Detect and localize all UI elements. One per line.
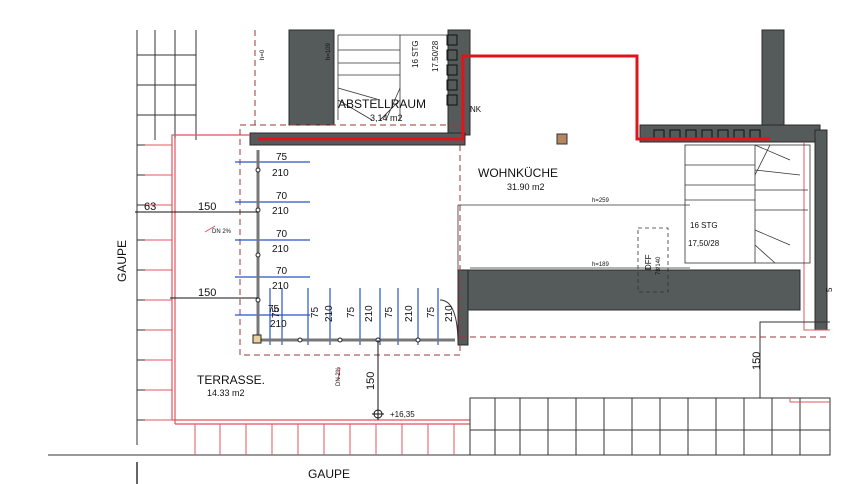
dim-left-9: 210 [270, 319, 287, 330]
dim-bottom-5: 75 [384, 306, 395, 318]
dim-left-1: 210 [272, 168, 289, 179]
left-red-ticks [145, 144, 172, 421]
dff-box [637, 227, 669, 293]
stairs-right [684, 144, 811, 264]
abstellraum-name: ABSTELLRAUM [338, 97, 426, 111]
blue-lines [235, 161, 439, 345]
dim-bottom-4: 210 [364, 305, 375, 322]
door-swing [439, 299, 459, 346]
dim-left-4: 70 [276, 229, 288, 240]
right-cut-label: 5 [825, 287, 834, 292]
elevation-label: +16,35 [390, 410, 415, 419]
black-dims [135, 211, 379, 420]
wohnkueche-name: WOHNKÜCHE [478, 166, 558, 180]
dim-bottom-3: 75 [346, 306, 357, 318]
abstellraum-area: 3,14 m2 [370, 113, 403, 123]
chimney [556, 133, 568, 145]
dim-left-6: 70 [276, 266, 288, 277]
dim-63: 63 [144, 201, 156, 213]
bottom-row-dims: 75 75 210 75 210 75 210 75 210 [271, 305, 455, 322]
left-grid [136, 30, 197, 445]
left-column-dims: 75 210 70 210 70 210 70 210 75 210 [268, 152, 289, 330]
dff-size-label: 78/140 [656, 256, 662, 275]
stairs-top-ratio: 17.50/28 [431, 40, 440, 72]
dff-label: DFF [644, 254, 653, 270]
red-route-line [258, 54, 770, 141]
stairs-right-count: 16 STG [690, 221, 718, 230]
bottom-tiles [194, 424, 455, 455]
dn-slope-2: DN 2% [336, 366, 342, 386]
dim-left-3: 210 [272, 206, 289, 217]
dim-left-8: 75 [268, 304, 280, 315]
h-left-label: h=0 [260, 49, 266, 60]
dim-150-b: 150 [198, 287, 216, 299]
stairs-top [337, 34, 448, 121]
right-bottom-tiles [469, 397, 831, 456]
rail-bolts [252, 167, 421, 344]
dim-bottom-6: 210 [404, 305, 415, 322]
stairs-right-ratio: 17,50/28 [688, 239, 720, 248]
terrasse-area: 14.33 m2 [207, 388, 245, 398]
dn-slope-1: DN 2% [212, 229, 232, 235]
walls [249, 29, 828, 346]
dim-150-c: 150 [365, 372, 377, 390]
h-top-label: h=109 [326, 42, 332, 60]
dim-left-2: 70 [276, 191, 288, 202]
right-lower-room [759, 321, 830, 398]
dim-bottom-7: 75 [426, 306, 437, 318]
nk-label: NK [470, 105, 482, 114]
kitchen-lines [457, 204, 690, 270]
rail [256, 150, 455, 342]
gaupe-left-label: GAUPE [115, 240, 129, 282]
right-red-frame [789, 142, 830, 403]
dim-bottom-1: 75 [310, 306, 321, 318]
dim-bottom-8: 210 [444, 305, 455, 322]
gaupe-bottom-label: GAUPE [308, 467, 350, 481]
stairs-top-count: 16 STG [411, 40, 420, 68]
h-wall-2-label: h=189 [592, 262, 610, 268]
terrasse-name: TERRASSE. [197, 373, 265, 387]
dim-150-a: 150 [198, 201, 216, 213]
dim-left-7: 210 [272, 281, 289, 292]
wall-grid-blocks [446, 34, 761, 141]
h-wall-1-label: h=259 [592, 198, 610, 204]
terrace-outline [171, 134, 470, 425]
dim-left-0: 75 [276, 152, 288, 163]
slope-arrows [204, 225, 341, 381]
wohnkueche-area: 31.90 m2 [507, 182, 545, 192]
dim-bottom-0: 75 [271, 306, 282, 318]
dim-150-d: 150 [751, 352, 763, 370]
dim-bottom-2: 210 [324, 305, 335, 322]
dim-left-5: 210 [272, 244, 289, 255]
